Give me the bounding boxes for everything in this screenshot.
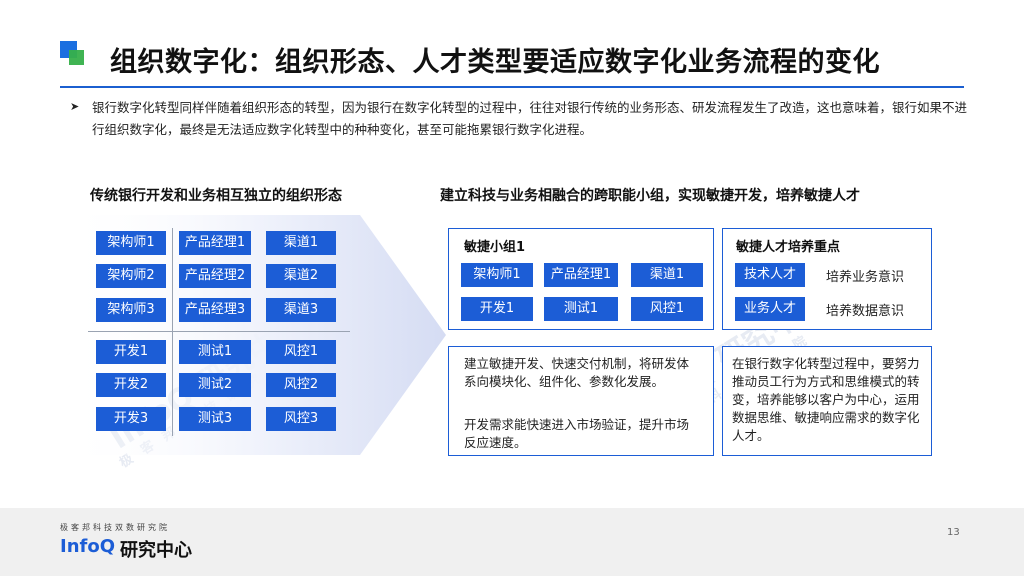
talent-tag: 技术人才 bbox=[735, 263, 805, 287]
role-pill: 渠道3 bbox=[266, 298, 336, 322]
footer-brand: InfoQ bbox=[60, 536, 116, 557]
agile-desc-box bbox=[448, 346, 714, 456]
role-pill: 架构师3 bbox=[96, 298, 166, 322]
role-pill: 渠道1 bbox=[266, 231, 336, 255]
role-pill: 风控1 bbox=[266, 340, 336, 364]
role-pill: 开发2 bbox=[96, 373, 166, 397]
right-heading: 建立科技与业务相融合的跨职能小组，实现敏捷开发，培养敏捷人才 bbox=[440, 188, 860, 204]
agile-desc-p2: 开发需求能快速进入市场验证，提升市场反应速度。 bbox=[464, 417, 690, 450]
role-pill: 架构师1 bbox=[96, 231, 166, 255]
talent-focus-title: 敏捷人才培养重点 bbox=[736, 240, 841, 255]
talent-desc: 培养业务意识 bbox=[826, 270, 905, 285]
talent-desc: 培养数据意识 bbox=[826, 304, 905, 319]
role-pill: 风控2 bbox=[266, 373, 336, 397]
grid-horizontal-divider bbox=[88, 331, 350, 332]
role-pill: 风控1 bbox=[631, 297, 703, 321]
talent-desc-box bbox=[722, 346, 932, 456]
role-pill: 开发1 bbox=[96, 340, 166, 364]
role-pill: 风控3 bbox=[266, 407, 336, 431]
role-pill: 测试1 bbox=[179, 340, 251, 364]
grid-vertical-divider bbox=[172, 228, 173, 436]
footer bbox=[0, 508, 1024, 576]
title-divider bbox=[60, 86, 964, 88]
agile-desc-p1: 建立敏捷开发、快速交付机制，将研发体系向模块化、组件化、参数化发展。 bbox=[464, 356, 690, 389]
left-heading: 传统银行开发和业务相互独立的组织形态 bbox=[90, 188, 342, 204]
role-pill: 产品经理3 bbox=[179, 298, 251, 322]
talent-tag: 业务人才 bbox=[735, 297, 805, 321]
role-pill: 测试2 bbox=[179, 373, 251, 397]
role-pill: 产品经理1 bbox=[544, 263, 618, 287]
bullet-text: 银行数字化转型同样伴随着组织形态的转型，因为银行在数字化转型的过程中，往往对银行… bbox=[92, 100, 968, 137]
agile-team-title: 敏捷小组1 bbox=[464, 240, 526, 255]
role-pill: 渠道2 bbox=[266, 264, 336, 288]
role-pill: 架构师1 bbox=[461, 263, 533, 287]
role-pill: 测试3 bbox=[179, 407, 251, 431]
role-pill: 渠道1 bbox=[631, 263, 703, 287]
role-pill: 产品经理1 bbox=[179, 231, 251, 255]
role-pill: 开发1 bbox=[461, 297, 533, 321]
logo-square-green bbox=[69, 50, 84, 65]
page-number: 13 bbox=[947, 527, 960, 538]
role-pill: 测试1 bbox=[544, 297, 618, 321]
role-pill: 架构师2 bbox=[96, 264, 166, 288]
role-pill: 开发3 bbox=[96, 407, 166, 431]
bullet-arrow-icon: ➤ bbox=[70, 100, 80, 113]
footer-center-name: 研究中心 bbox=[120, 540, 192, 561]
page-title: 组织数字化：组织形态、人才类型要适应数字化业务流程的变化 bbox=[110, 47, 880, 78]
role-pill: 产品经理2 bbox=[179, 264, 251, 288]
talent-desc-text: 在银行数字化转型过程中，要努力推动员工行为方式和思维模式的转变，培养能够以客户为… bbox=[732, 356, 920, 443]
footer-org: 极客邦科技双数研究院 bbox=[60, 523, 170, 532]
